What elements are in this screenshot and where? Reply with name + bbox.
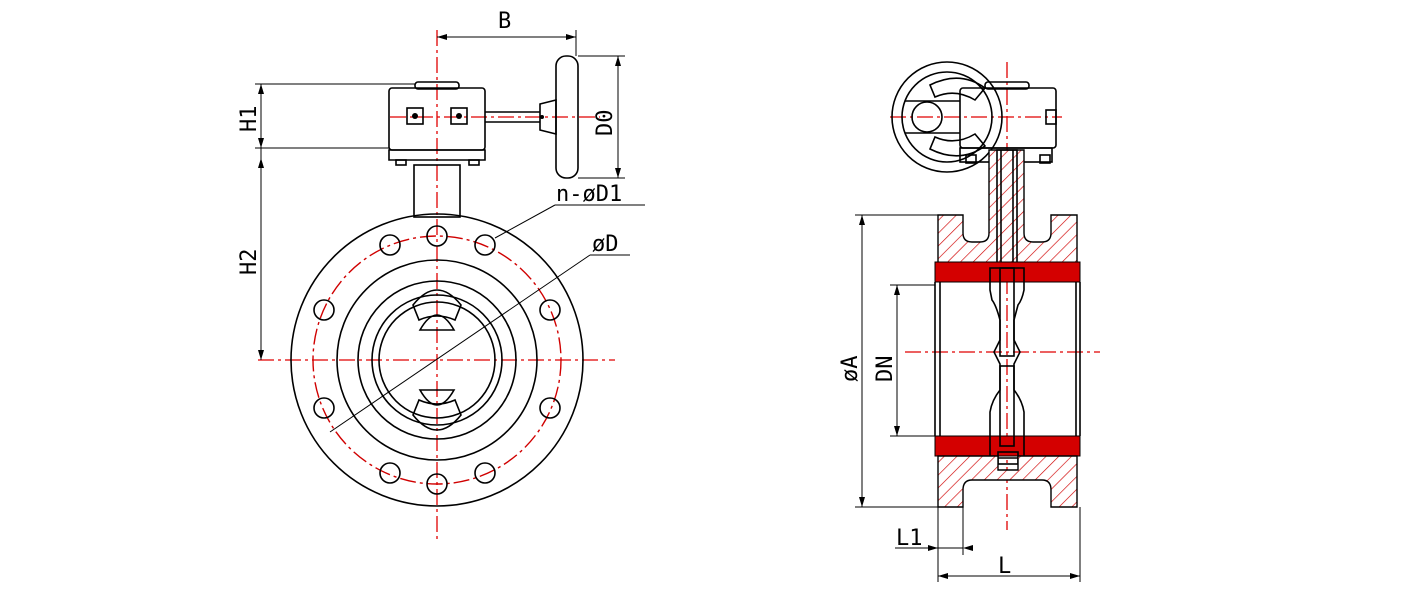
gearbox-bolt-right xyxy=(450,107,468,125)
side-section-view: øA DN L1 L xyxy=(838,61,1100,582)
disc-outer-circle xyxy=(371,294,503,426)
bolt-holes xyxy=(313,225,561,495)
disc-hub-bottom xyxy=(412,389,462,431)
label-H2: H2 xyxy=(237,249,262,276)
disc-hub-top xyxy=(412,289,462,331)
front-view: B D0 H1 H2 n-øD1 øD xyxy=(237,9,645,540)
label-L1: L1 xyxy=(896,526,923,551)
label-n-D1: n-øD1 xyxy=(556,182,622,207)
handwheel-rim xyxy=(555,55,579,179)
label-B: B xyxy=(498,9,511,34)
gearbox-side xyxy=(959,87,1057,149)
label-A: øA xyxy=(838,356,863,383)
flange-inner-circle xyxy=(336,259,538,461)
disc-inner-circle xyxy=(378,301,496,419)
gearbox-bolt-left xyxy=(406,107,424,125)
flange-outer-circle xyxy=(290,213,584,507)
bolt-circle xyxy=(312,235,562,485)
label-DN: DN xyxy=(873,356,898,383)
valve-neck xyxy=(413,164,461,218)
label-D: øD xyxy=(592,232,619,257)
label-H1: H1 xyxy=(237,106,262,133)
lower-body-section xyxy=(937,455,1078,508)
gearbox-top-cap xyxy=(414,81,460,90)
upper-body-section xyxy=(937,149,1078,266)
handwheel-side xyxy=(891,61,1003,173)
body-bore-circle xyxy=(357,280,517,440)
seat-top xyxy=(934,261,1081,283)
label-D0: D0 xyxy=(593,110,618,137)
gearbox-base xyxy=(388,149,486,161)
label-L: L xyxy=(998,554,1011,579)
